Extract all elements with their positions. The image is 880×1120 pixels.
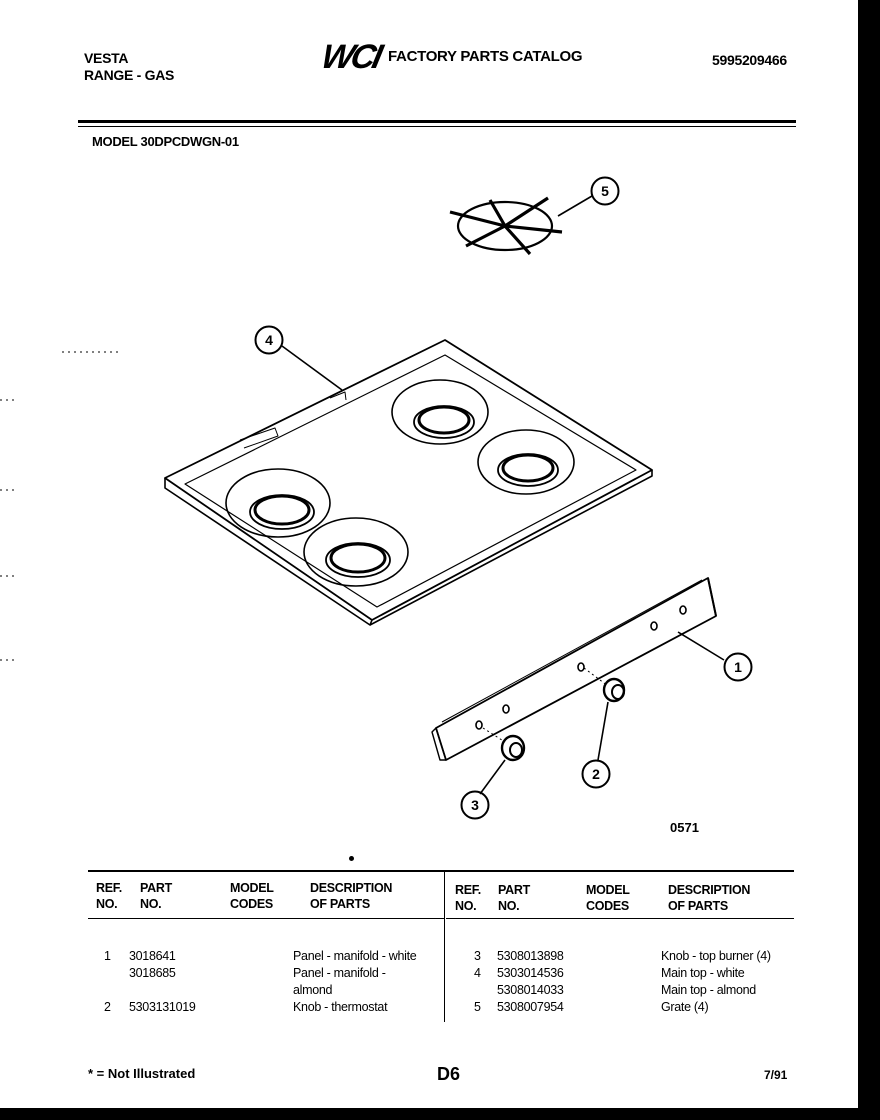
footnote: * = Not Illustrated — [88, 1066, 196, 1081]
header-rule-right — [446, 918, 794, 919]
wci-logo: WCI — [318, 38, 384, 76]
scan-dot — [349, 856, 354, 861]
callout-5-label: 5 — [601, 183, 609, 199]
row-ref: 2 — [104, 1000, 111, 1014]
leader-1 — [677, 631, 725, 661]
row-part: 3018641 — [129, 949, 176, 963]
product-type: RANGE - GAS — [84, 67, 175, 83]
row-ref: 4 — [474, 966, 481, 980]
row-desc: Knob - top burner (4) — [661, 949, 771, 963]
burner-rear-right — [477, 429, 575, 495]
revision-date: 7/91 — [764, 1068, 788, 1082]
row-desc: Knob - thermostat — [293, 1000, 388, 1014]
row-ref: 3 — [474, 949, 481, 963]
callout-3-label: 3 — [471, 797, 479, 813]
row-ref: 1 — [104, 949, 111, 963]
header-ref-no-right: REF.NO. — [455, 883, 481, 913]
burner-knob-part — [482, 727, 526, 762]
thermostat-knob-part — [583, 667, 626, 703]
table-top-rule — [88, 870, 794, 872]
model-number: MODEL 30DPCDWGN-01 — [92, 134, 239, 149]
callout-4-label: 4 — [265, 332, 273, 348]
leader-4 — [281, 345, 343, 391]
row-desc: Grate (4) — [661, 1000, 709, 1014]
grate-part — [449, 196, 563, 256]
row-desc: almond — [293, 983, 333, 997]
burner-front-right — [303, 517, 409, 587]
callout-1-circle — [723, 652, 753, 682]
header-rule-left — [88, 918, 444, 919]
header-rule-thick — [78, 120, 796, 123]
burner-rear-left — [391, 379, 489, 445]
row-desc: Main top - white — [661, 966, 745, 980]
page-number: D6 — [437, 1064, 461, 1084]
header-rule-thin — [78, 126, 796, 127]
callout-3-circle — [460, 790, 490, 820]
callout-1-label: 1 — [734, 659, 742, 675]
scan-edge-bottom — [0, 1108, 880, 1120]
row-part: 5303014536 — [497, 966, 564, 980]
row-desc: Panel - manifold - white — [293, 949, 417, 963]
manifold-panel-part — [431, 577, 717, 761]
leader-5 — [557, 195, 593, 217]
scan-edge-right — [858, 0, 880, 1120]
row-desc: Main top - almond — [661, 983, 756, 997]
row-part: 3018685 — [129, 966, 176, 980]
scan-marks — [0, 351, 120, 661]
exploded-parts-diagram: 1 2 3 4 5 — [0, 176, 753, 820]
row-ref: 5 — [474, 1000, 481, 1014]
leader-2 — [597, 701, 609, 761]
callout-4-circle — [254, 325, 284, 355]
row-part: 5308007954 — [497, 1000, 564, 1014]
catalog-title: FACTORY PARTS CATALOG — [388, 48, 583, 65]
row-part: 5303131019 — [129, 1000, 196, 1014]
catalog-number: 5995209466 — [712, 52, 787, 68]
main-top-part — [164, 339, 653, 626]
header-ref-no-left: REF.NO. — [96, 881, 122, 911]
row-part: 5308014033 — [497, 983, 564, 997]
row-part: 5308013898 — [497, 949, 564, 963]
callout-2-circle — [581, 759, 611, 789]
row-desc: Panel - manifold - — [293, 966, 386, 980]
callout-5-circle — [590, 176, 620, 206]
diagram-code: 0571 — [670, 820, 699, 835]
leader-3 — [479, 759, 506, 795]
table-column-divider — [444, 872, 445, 1022]
callout-2-label: 2 — [592, 766, 600, 782]
brand-name: VESTA — [84, 50, 129, 66]
burner-front-left — [225, 468, 331, 538]
